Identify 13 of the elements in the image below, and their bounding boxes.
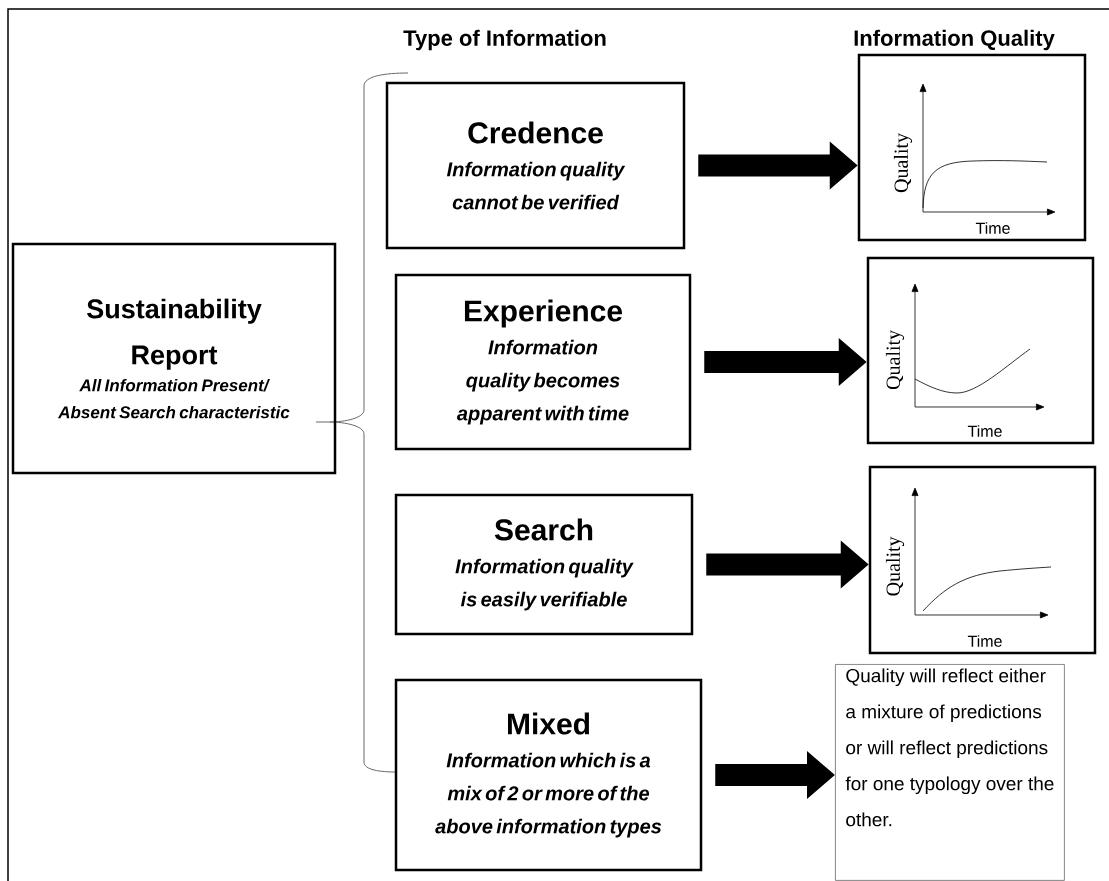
axis-label: Time <box>975 222 1010 234</box>
text-box: Experience Information quality becomes apparent with time <box>394 273 692 451</box>
text-box: Search Information quality is easily verifiable <box>394 493 694 636</box>
text-box: Credence Information quality cannot be verified <box>385 81 686 250</box>
axis-label: Quality <box>885 536 905 596</box>
axis-label: Quality <box>885 329 905 390</box>
column-heading: Type of Information <box>403 29 606 51</box>
axis-label: Quality <box>893 133 913 193</box>
text-box: Mixed Information which is a mix of 2 or more of the above information types <box>394 678 703 872</box>
axis-label: Time <box>967 425 1002 437</box>
text-box: Sustainability Report All Information Present/ Absent Search characteristic <box>11 242 337 475</box>
axis-label: Time <box>967 635 1002 647</box>
text-box: Quality will reflect either a mixture of predictions or will reflect predictions for one typology over the other. <box>835 664 1065 881</box>
